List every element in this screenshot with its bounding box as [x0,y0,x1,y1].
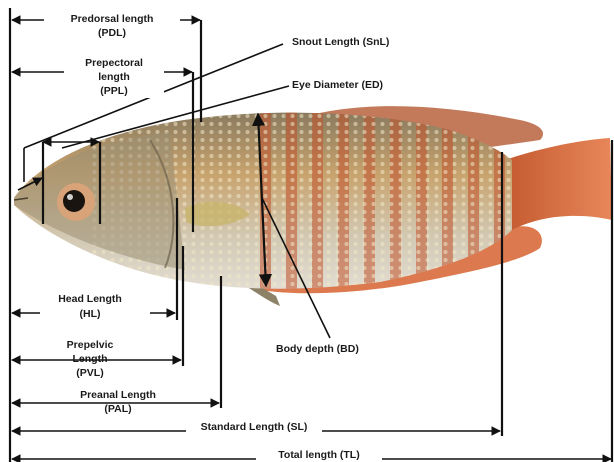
label-tl: Total length (TL) [278,449,359,461]
label-ppl: Prepectoral [85,57,143,69]
label-sl: Standard Length (SL) [201,421,308,433]
label-snl: Snout Length (SnL) [292,36,389,48]
label-pvl-2: Length [73,353,108,365]
fish-illustration [14,100,612,306]
label-pvl-abbr: (PVL) [76,367,103,379]
label-bd: Body depth (BD) [276,343,359,355]
label-pvl: Prepelvic [67,339,114,351]
label-hl: Head Length [58,293,122,305]
label-ppl-2: length [98,71,130,83]
label-ed: Eye Diameter (ED) [292,79,383,91]
caudal-fin [505,138,612,232]
label-hl-abbr: (HL) [80,308,101,320]
label-pal-abbr: (PAL) [104,403,131,415]
label-pdl-abbr: (PDL) [98,27,126,39]
label-ppl-abbr: (PPL) [100,85,127,97]
label-pdl: Predorsal length [71,13,154,25]
label-pal: Preanal Length [80,389,156,401]
